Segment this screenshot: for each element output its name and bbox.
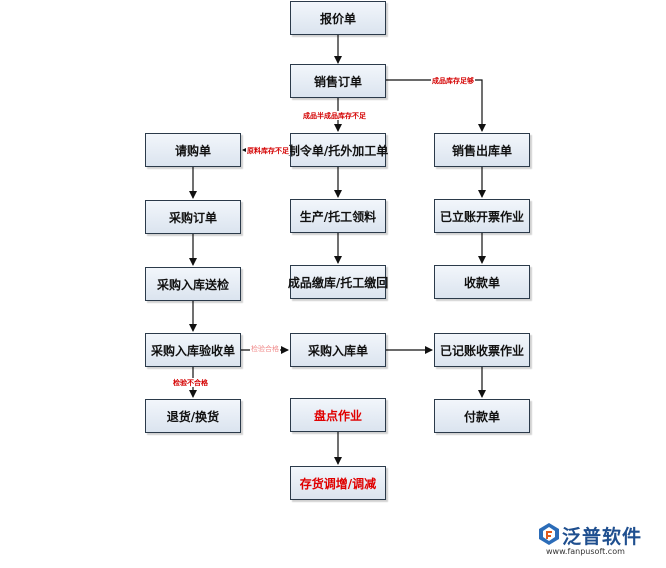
label-inspection-fail: 检验不合格 bbox=[172, 378, 209, 387]
arrow-sales-order-to-sales-outbound bbox=[386, 79, 486, 132]
node-acceptance: 采购入库验收单 bbox=[145, 333, 241, 367]
node-return-exchange: 退货/换货 bbox=[145, 399, 241, 433]
node-inbound-inspection: 采购入库送检 bbox=[145, 267, 241, 301]
label-stock-sufficient: 成品库存足够 bbox=[431, 76, 475, 85]
node-payable-invoice: 已记账收票作业 bbox=[434, 333, 530, 367]
node-sales-outbound: 销售出库单 bbox=[434, 133, 530, 167]
logo-mark-icon bbox=[539, 523, 559, 545]
node-purchase-inbound: 采购入库单 bbox=[290, 333, 386, 367]
node-stocktake: 盘点作业 bbox=[290, 398, 386, 432]
node-work-order: 制令单/托外加工单 bbox=[288, 133, 388, 167]
logo-url: www.fanpusoft.com bbox=[546, 547, 625, 556]
node-invoicing: 已立账开票作业 bbox=[434, 199, 530, 233]
node-purchase-order: 采购订单 bbox=[145, 200, 241, 234]
node-finished-receipt: 成品缴库/托工缴回 bbox=[288, 265, 388, 299]
node-quote: 报价单 bbox=[290, 1, 386, 35]
node-receipt-voucher: 收款单 bbox=[434, 265, 530, 299]
node-requisition: 请购单 bbox=[145, 133, 241, 167]
fanpusoft-logo: 泛普软件 www.fanpusoft.com bbox=[538, 520, 660, 560]
label-finished-semi-insufficient: 成品半成品库存不足 bbox=[302, 111, 367, 120]
label-raw-insufficient: 原料库存不足 bbox=[246, 146, 290, 155]
node-material-issue: 生产/托工领料 bbox=[290, 199, 386, 233]
node-sales-order: 销售订单 bbox=[290, 64, 386, 98]
node-inventory-adjust: 存货调增/调减 bbox=[290, 466, 386, 500]
logo-name: 泛普软件 bbox=[562, 526, 643, 548]
label-inspection-pass: 检验合格 bbox=[250, 345, 280, 354]
node-payment-voucher: 付款单 bbox=[434, 399, 530, 433]
